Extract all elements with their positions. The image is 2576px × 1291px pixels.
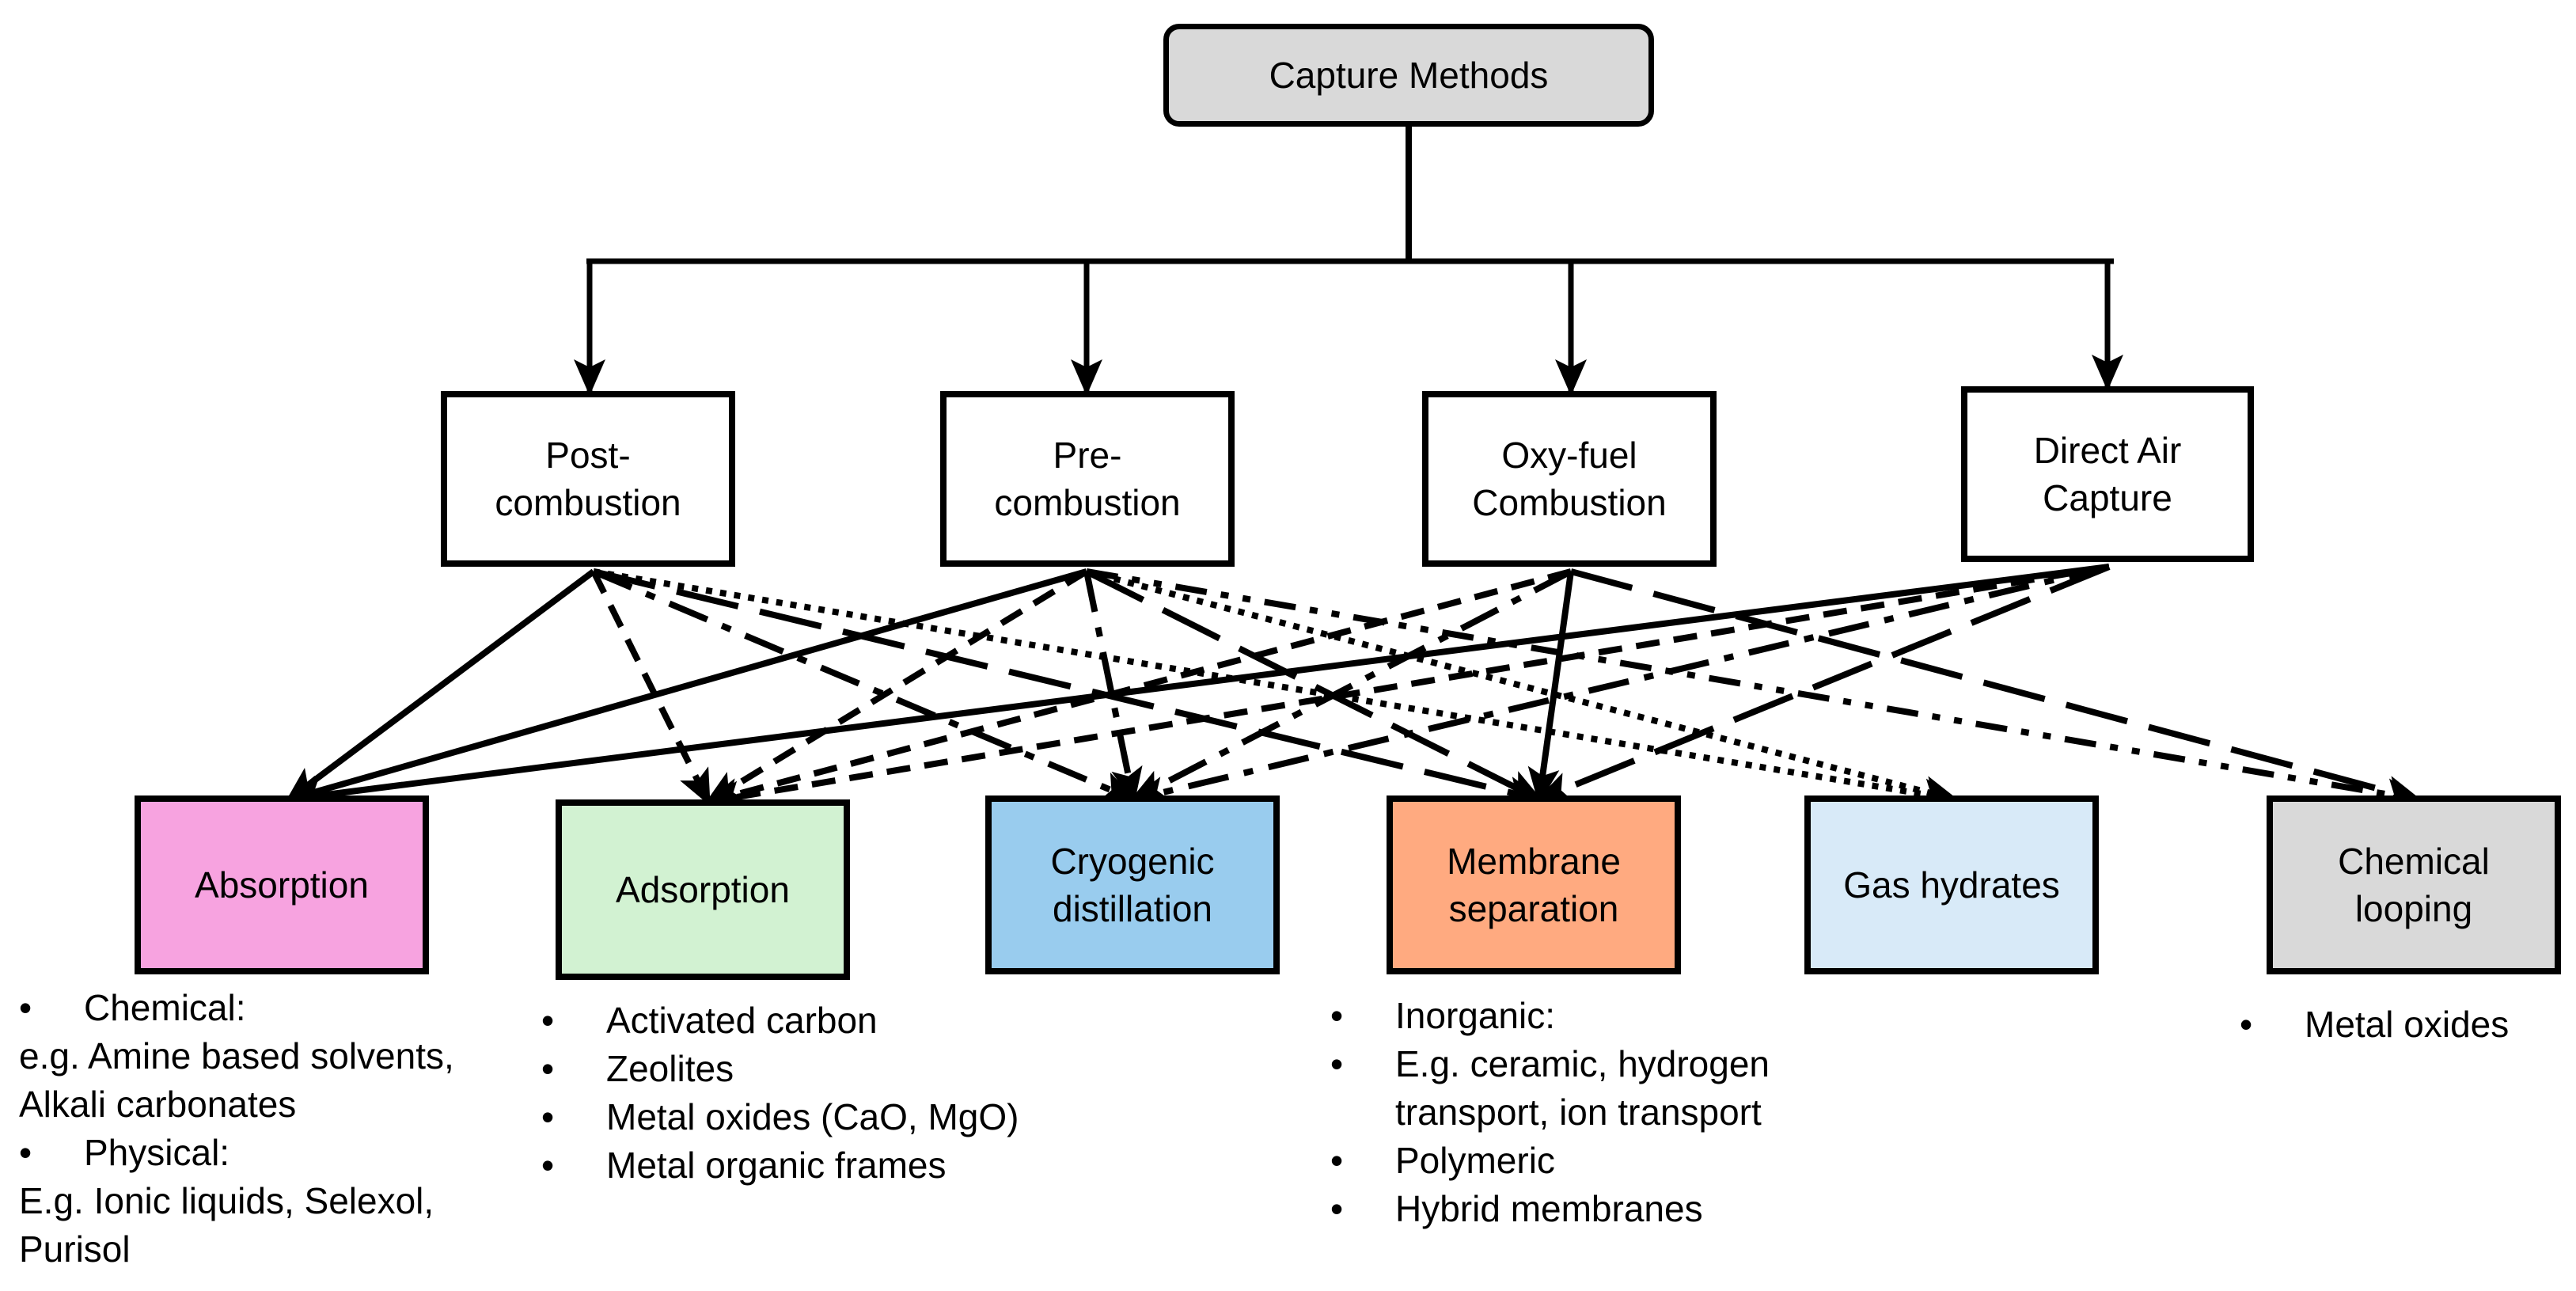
connector-post-to-cryo [592, 568, 1138, 803]
source-label-line: Direct Air [2033, 430, 2182, 471]
note-item: E.g. Ionic liquids, Selexol, [19, 1180, 434, 1221]
note-item: Metal oxides (CaO, MgO) [541, 1093, 1019, 1141]
target-cryogenic-distillation: Cryogenic distillation [985, 795, 1280, 974]
note-item: Polymeric [1330, 1137, 1770, 1185]
note-item: Metal oxides [2240, 1001, 2509, 1049]
source-pre-combustion: Pre-combustion [940, 391, 1235, 567]
target-label-line: Cryogenic [1050, 841, 1215, 882]
target-label-line: distillation [1053, 888, 1212, 929]
note-item: Physical: [19, 1129, 454, 1177]
connector-post-to-abs [285, 568, 596, 803]
root-label: Capture Methods [1269, 55, 1549, 96]
source-label-line: combustion [994, 482, 1181, 523]
source-post-combustion: Post-combustion [441, 391, 735, 567]
target-label-line: looping [2354, 888, 2473, 929]
connector-dac-to-mem [1535, 564, 2111, 803]
connector-pre-to-abs [284, 568, 1088, 807]
root-branch-connectors [574, 127, 2123, 396]
note-item: Activated carbon [541, 997, 1019, 1045]
target-label-line: Absorption [195, 864, 369, 906]
target-label-line: separation [1448, 888, 1619, 929]
target-chemical-looping: Chemical looping [2267, 795, 2561, 974]
source-label-line: Combustion [1472, 482, 1667, 523]
connector-dac-to-ads [704, 564, 2110, 813]
source-label-line: Oxy-fuel [1501, 435, 1637, 476]
source-label-line: combustion [495, 482, 681, 523]
target-absorption: Absorption [135, 795, 429, 974]
target-adsorption: Adsorption [556, 799, 850, 980]
note-item: Hybrid membranes [1330, 1185, 1770, 1233]
source-label-line: Pre- [1053, 435, 1122, 476]
target-membrane-separation: Membrane separation [1387, 795, 1681, 974]
note-item: Zeolites [541, 1045, 1019, 1093]
note-item: Metal organic frames [541, 1141, 1019, 1190]
connector-post-to-gas [593, 568, 1960, 811]
target-label-line: Gas hydrates [1843, 864, 2060, 906]
note-item: Inorganic: [1330, 992, 1770, 1040]
note-item: transport, ion transport [1395, 1092, 1762, 1133]
membrane-examples: Inorganic: E.g. ceramic, hydrogen transp… [1330, 992, 1770, 1233]
note-item: Alkali carbonates [19, 1084, 297, 1125]
target-label-line: Adsorption [616, 869, 790, 910]
target-gas-hydrates: Gas hydrates [1804, 795, 2099, 974]
method-connectors [284, 564, 2422, 813]
connector-post-to-mem [593, 568, 1544, 808]
connector-oxy-to-ads [704, 568, 1573, 810]
source-label-line: Capture [2043, 477, 2172, 518]
note-item: Chemical: [19, 984, 454, 1032]
connector-pre-to-cryo [1083, 571, 1143, 804]
root-capture-methods: Capture Methods [1163, 24, 1654, 127]
adsorption-examples: Activated carbon Zeolites Metal oxides (… [541, 997, 1019, 1190]
connector-dac-to-cryo [1129, 564, 2110, 808]
note-item: E.g. ceramic, hydrogen [1330, 1040, 1770, 1088]
connector-oxy-to-chem [1569, 568, 2422, 807]
source-label-line: Post- [545, 435, 631, 476]
note-item: e.g. Amine based solvents, [19, 1035, 454, 1076]
chemical-looping-examples: Metal oxides [2240, 1001, 2509, 1049]
note-item: Purisol [19, 1228, 131, 1270]
target-label-line: Chemical [2338, 841, 2490, 882]
absorption-examples: Chemical: e.g. Amine based solvents, Alk… [19, 984, 454, 1274]
target-label-line: Membrane [1447, 841, 1621, 882]
connector-oxy-to-mem [1527, 571, 1574, 804]
connector-post-to-ads [590, 570, 711, 807]
connector-dac-to-abs [284, 564, 2110, 811]
